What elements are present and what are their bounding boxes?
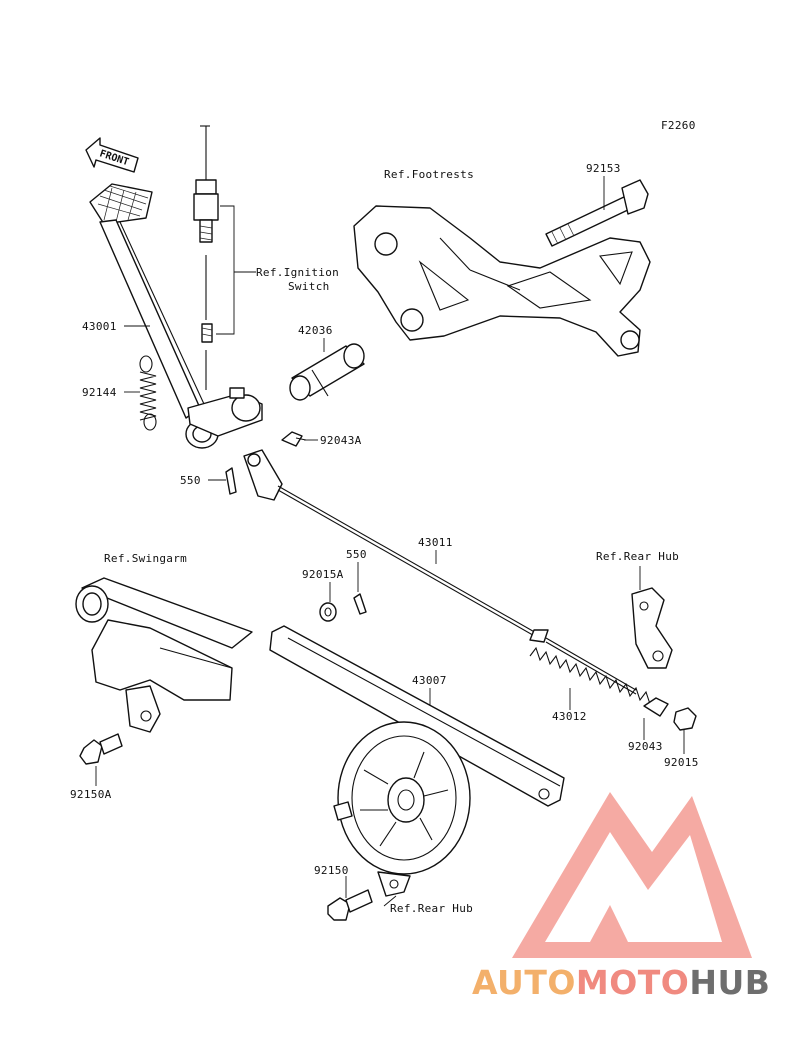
watermark-triangle <box>512 792 752 958</box>
label-92015: 92015 <box>664 756 699 769</box>
watermark-logo: AUTOMOTOHUB <box>472 963 770 1002</box>
label-92150A: 92150A <box>70 788 112 801</box>
torque-link <box>269 625 565 807</box>
footrest-bracket <box>353 205 651 357</box>
return-spring <box>139 355 157 431</box>
label-ref-swingarm: Ref.Swingarm <box>104 552 187 565</box>
label-92043: 92043 <box>628 740 663 753</box>
label-ref-rear-hub-right: Ref.Rear Hub <box>596 550 679 563</box>
figure-code: F2260 <box>661 119 696 132</box>
label-ref-footrests: Ref.Footrests <box>384 168 474 181</box>
label-92153: 92153 <box>586 162 621 175</box>
logo-auto: AUTO <box>472 963 576 1002</box>
rod-spring <box>529 646 651 705</box>
label-92150: 92150 <box>314 864 349 877</box>
leader-lines <box>95 176 685 907</box>
bolt-92150 <box>327 889 373 921</box>
washer-and-pin <box>319 593 367 622</box>
logo-moto: MOTO <box>575 963 690 1002</box>
label-550-upper: 550 <box>180 474 201 487</box>
swingarm <box>75 577 253 733</box>
front-arrow: FRONT <box>85 137 139 173</box>
brake-rod <box>277 485 637 695</box>
label-ref-rear-hub-bottom: Ref.Rear Hub <box>390 902 473 915</box>
label-43001: 43001 <box>82 320 117 333</box>
label-92043A: 92043A <box>320 434 362 447</box>
rear-hub-arm <box>631 587 673 669</box>
brake-light-switch <box>193 125 256 390</box>
label-43011: 43011 <box>418 536 453 549</box>
bolt-92150A <box>79 733 123 765</box>
label-92015A: 92015A <box>302 568 344 581</box>
label-43007: 43007 <box>412 674 447 687</box>
label-92144: 92144 <box>82 386 117 399</box>
label-550-lower: 550 <box>346 548 367 561</box>
bolt-92153 <box>545 179 649 247</box>
pivot-collar <box>289 343 365 401</box>
clevis-and-pin <box>225 431 307 501</box>
label-ref-ignition-switch: Switch <box>288 280 330 293</box>
label-ref-ignition: Ref.Ignition <box>256 266 339 279</box>
logo-hub: HUB <box>689 963 771 1002</box>
label-43012: 43012 <box>552 710 587 723</box>
rod-joint <box>643 697 697 731</box>
brake-panel <box>333 721 471 897</box>
label-42036: 42036 <box>298 324 333 337</box>
brake-pedal <box>89 183 263 449</box>
